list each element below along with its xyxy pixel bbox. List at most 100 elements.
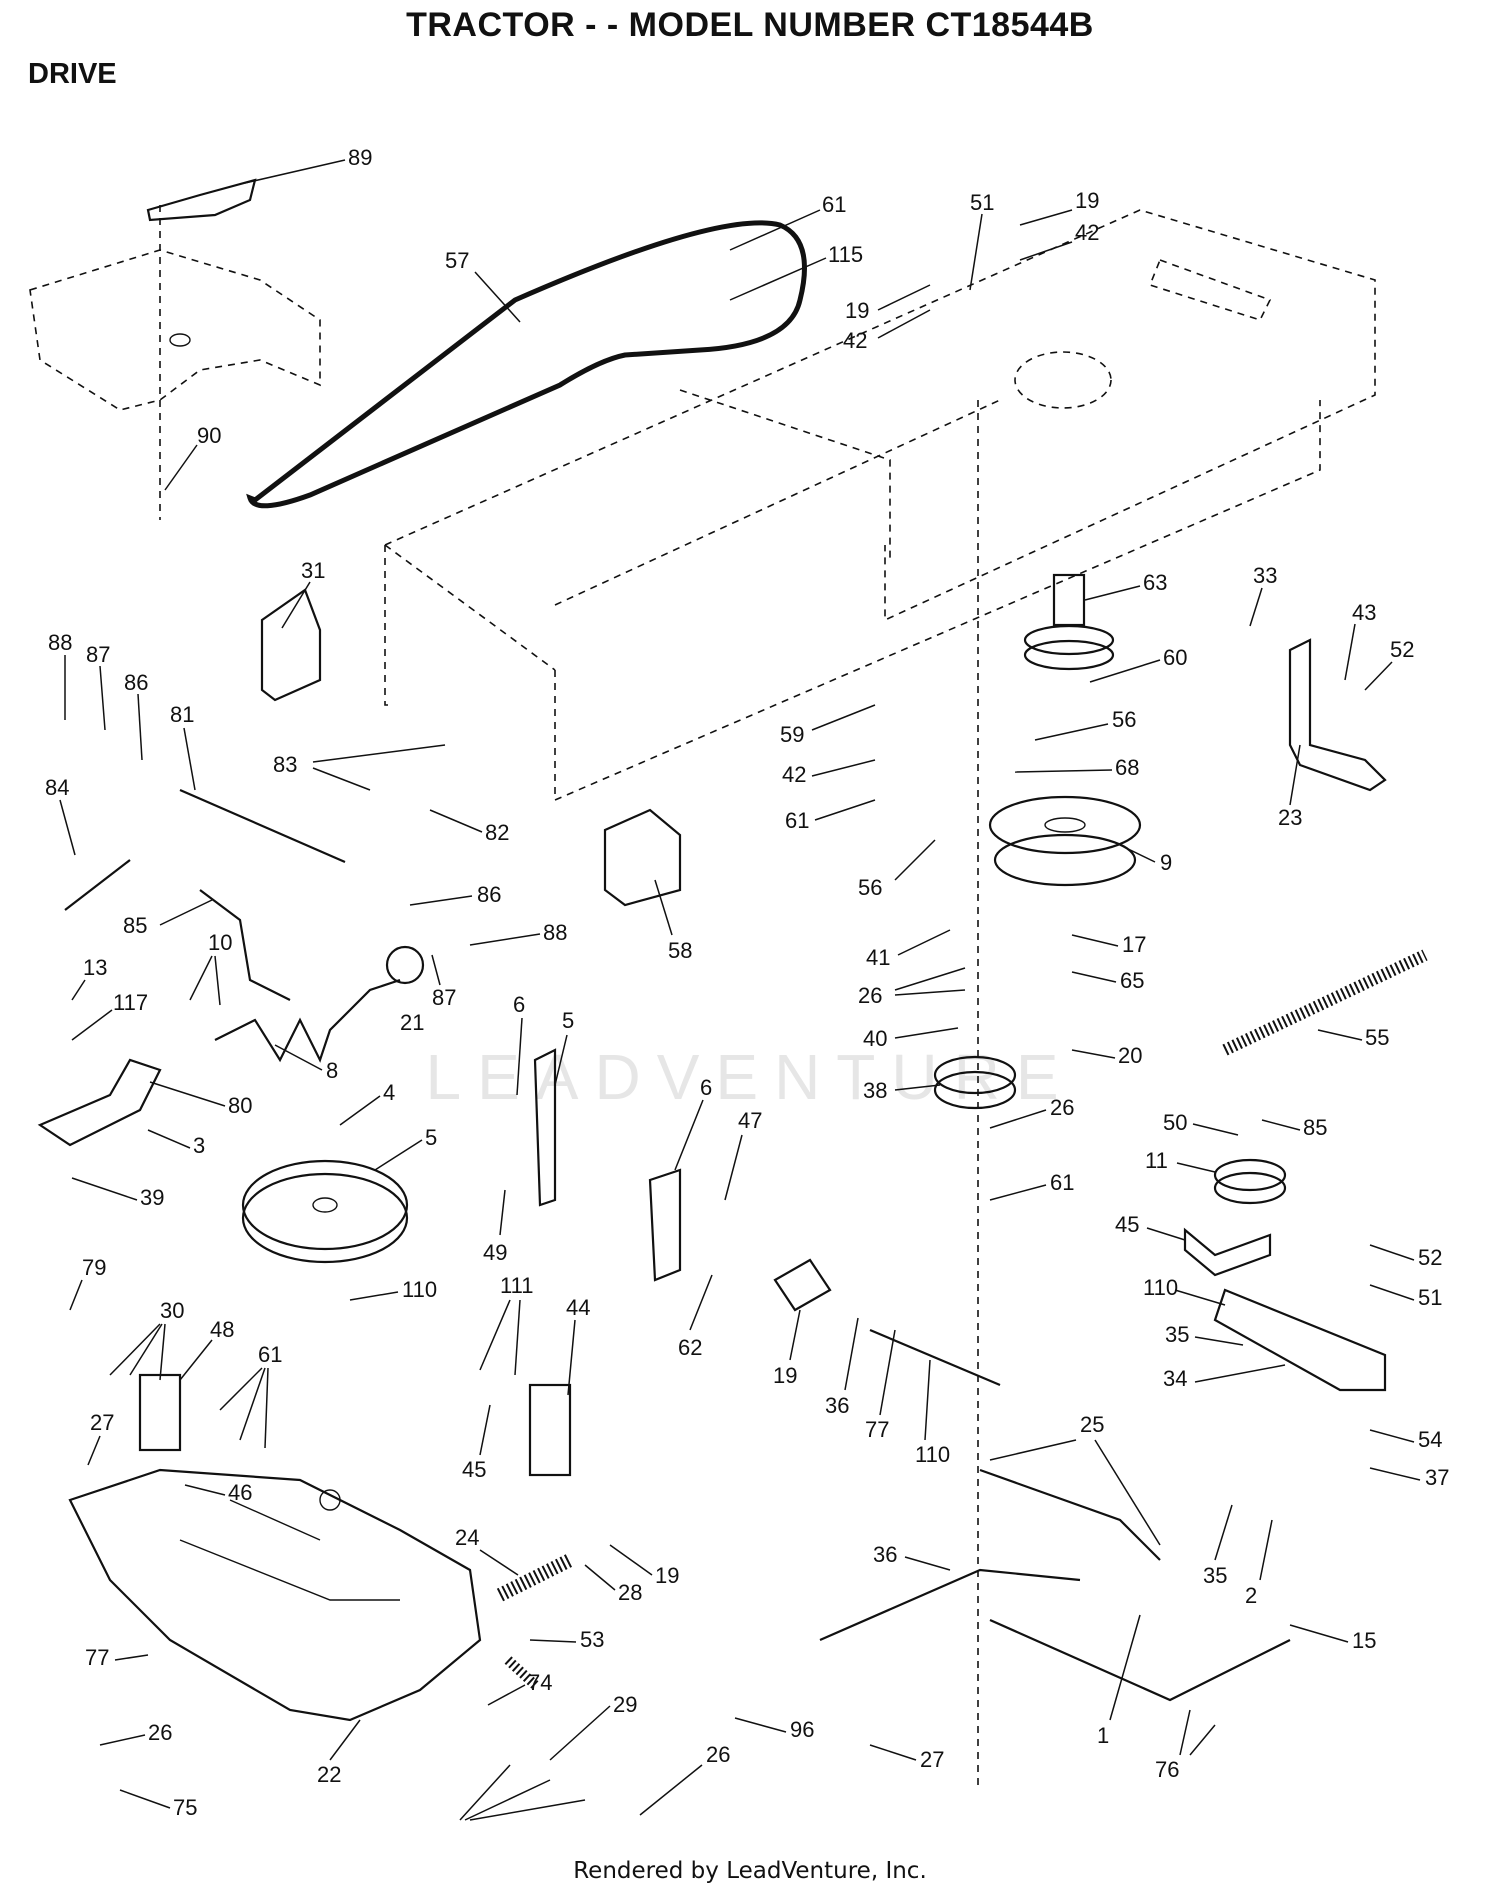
callout-77: 27 [90, 1410, 114, 1435]
callout-61c: 49 [483, 1240, 507, 1265]
watermark: LEADVENTURE [425, 1041, 1075, 1113]
callout-21: 21 [400, 1010, 424, 1035]
idler-pulley [933, 1055, 1017, 1110]
callout-61b: 61 [785, 808, 809, 833]
callout-22: 27 [920, 1747, 944, 1772]
callout-87b: 87 [432, 985, 456, 1010]
callout-53: 15 [1352, 1628, 1376, 1653]
callout-36b: 35 [1203, 1563, 1227, 1588]
bracket-5-left [533, 1048, 557, 1207]
callout-17: 17 [1122, 932, 1146, 957]
callout-19: 19 [1075, 188, 1099, 213]
callout-77b: 74 [528, 1670, 552, 1695]
callout-89: 89 [348, 145, 372, 170]
bracket-30 [138, 1373, 182, 1452]
callout-86b: 86 [477, 882, 501, 907]
callout-39: 61 [1050, 1170, 1074, 1195]
callout-45b: 54 [1418, 1427, 1442, 1452]
callout-59: 59 [780, 722, 804, 747]
bracket-111 [528, 1383, 572, 1477]
callout-29: 96 [790, 1717, 814, 1742]
callout-57: 57 [445, 248, 469, 273]
callout-50: 85 [1303, 1115, 1327, 1140]
axle [869, 1328, 1001, 1387]
callout-85b: 3 [193, 1133, 205, 1158]
callout-35b: 2 [1245, 1583, 1257, 1608]
idler-pulley-small [1213, 1158, 1287, 1205]
bushing [773, 1258, 832, 1312]
callout-48: 110 [1143, 1275, 1178, 1300]
callout-80: 80 [228, 1093, 252, 1118]
page-title: TRACTOR - - MODEL NUMBER CT18544B [406, 6, 1094, 44]
callout-34: 110 [915, 1442, 950, 1467]
callout-62: 19 [773, 1363, 797, 1388]
callout-3: 5 [425, 1125, 437, 1150]
callout-51b: 30 [160, 1298, 184, 1323]
callout-1: 22 [317, 1762, 341, 1787]
callout-15: 77 [85, 1645, 109, 1670]
callout-41: 41 [866, 945, 890, 970]
callout-45: 52 [1418, 1245, 1442, 1270]
callout-58: 58 [668, 938, 692, 963]
callout-26: 26 [858, 983, 882, 1008]
footer-credit: Rendered by LeadVenture, Inc. [573, 1858, 927, 1884]
callout-63: 63 [1143, 570, 1167, 595]
tractor-frame [384, 209, 1376, 802]
bracket [603, 808, 682, 907]
callout-76: 26 [706, 1742, 730, 1767]
bracket-5-right [648, 1168, 682, 1282]
brake-linkage [819, 1468, 1291, 1702]
callout-60: 60 [1163, 645, 1187, 670]
transaxle [68, 1468, 482, 1722]
callout-46: 37 [1425, 1465, 1449, 1490]
callout-86: 86 [124, 670, 148, 695]
callout-31: 31 [301, 558, 325, 583]
callout-68: 68 [1115, 755, 1139, 780]
callout-6: 6 [513, 992, 525, 1017]
callout-19c: 35 [1165, 1322, 1189, 1347]
callout-36: 77 [865, 1417, 889, 1442]
callout-2: 53 [580, 1627, 604, 1652]
callout-51: 51 [970, 190, 994, 215]
callout-85: 85 [123, 913, 147, 938]
callout-5: 5 [562, 1008, 574, 1033]
deflector [260, 588, 322, 702]
dashboard-panel [29, 249, 321, 411]
callout-24: 19 [655, 1563, 679, 1588]
callout-13: 13 [83, 955, 107, 980]
callout-10: 10 [208, 930, 232, 955]
callout-49: 45 [1115, 1212, 1139, 1237]
control-rod [214, 978, 401, 1063]
callout-61d: 62 [678, 1335, 702, 1360]
electric-clutch [988, 795, 1142, 887]
callout-65: 65 [1120, 968, 1144, 993]
callout-81: 81 [170, 702, 194, 727]
callout-42: 42 [1075, 220, 1099, 245]
cross-shaft [64, 788, 346, 1001]
callout-111: 44 [566, 1295, 590, 1320]
callout-5b: 6 [700, 1075, 712, 1100]
callout-90: 90 [197, 423, 221, 448]
callout-26c: 50 [1163, 1110, 1187, 1135]
callout-52b: 79 [82, 1255, 106, 1280]
shield-plate [146, 178, 257, 222]
callout-4: 4 [383, 1080, 395, 1105]
callout-47: 11 [1145, 1148, 1168, 1173]
callout-42b: 42 [843, 328, 867, 353]
callout-19b: 19 [845, 298, 869, 323]
callout-74: 29 [613, 1692, 637, 1717]
callout-42c: 42 [782, 762, 806, 787]
callout-23: 23 [1278, 805, 1302, 830]
callout-25: 24 [455, 1525, 479, 1550]
compression-spring [496, 1553, 574, 1602]
callout-96: 26 [148, 1720, 172, 1745]
section-heading: DRIVE [28, 58, 117, 90]
callout-52: 52 [1390, 637, 1414, 662]
callout-20: 20 [1118, 1043, 1142, 1068]
callout-56b: 56 [858, 875, 882, 900]
callout-88b: 88 [543, 920, 567, 945]
callout-27b: 76 [1155, 1757, 1179, 1782]
callout-26e: 75 [173, 1795, 197, 1820]
callout-37: 25 [1080, 1412, 1104, 1437]
callout-115: 115 [828, 242, 863, 267]
